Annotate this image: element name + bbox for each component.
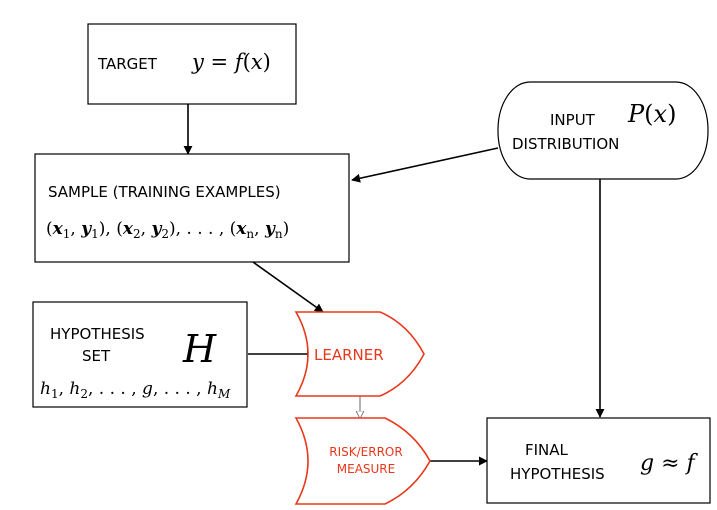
- input-distribution-box: [497, 81, 709, 180]
- input-distribution-line2: DISTRIBUTION: [512, 135, 619, 153]
- sample-box: [34, 153, 350, 263]
- hypothesis-set-box: [32, 301, 248, 408]
- target-formula: y = f(x): [191, 50, 271, 74]
- risk-measure-line1: RISK/ERROR: [329, 445, 402, 459]
- input-distribution-line1: INPUT: [550, 111, 596, 129]
- final-hypothesis-node: FINAL HYPOTHESIS g ≈ f: [486, 417, 711, 504]
- edge-input-to-sample: [351, 147, 499, 183]
- final-hypothesis-line1: FINAL: [525, 441, 569, 459]
- learner-shape: [294, 311, 425, 397]
- sample-node: SAMPLE (TRAINING EXAMPLES) (x1, y1), (x2…: [34, 153, 350, 263]
- hypothesis-set-symbol: H: [182, 327, 217, 371]
- target-node: TARGET y = f(x): [87, 23, 297, 105]
- input-distribution-node: INPUT DISTRIBUTION P(x): [497, 81, 709, 180]
- edge-sample-to-learner: [252, 261, 324, 313]
- edges: [183, 104, 605, 466]
- risk-measure-node: RISK/ERROR MEASURE: [294, 417, 431, 505]
- risk-measure-shape: [294, 417, 431, 505]
- target-label: TARGET: [97, 55, 158, 73]
- hypothesis-set-line1: HYPOTHESIS: [50, 325, 145, 343]
- target-box: [87, 23, 297, 105]
- input-distribution-formula: P(x): [627, 100, 676, 128]
- hypothesis-set-node: HYPOTHESIS SET H h1, h2, . . . , g, . . …: [32, 301, 248, 408]
- risk-measure-line2: MEASURE: [337, 462, 395, 476]
- learner-node: LEARNER: [294, 311, 425, 397]
- sample-formula: (x1, y1), (x2, y2), . . . , (xn, yn): [46, 219, 289, 241]
- hypothesis-set-line2: SET: [82, 347, 111, 365]
- learner-label: LEARNER: [314, 346, 384, 364]
- sample-label: SAMPLE (TRAINING EXAMPLES): [48, 183, 281, 201]
- final-hypothesis-formula: g ≈ f: [640, 451, 699, 476]
- hypothesis-set-formula: h1, h2, . . . , g, . . . , hM: [40, 379, 231, 401]
- final-hypothesis-box: [486, 417, 711, 504]
- final-hypothesis-line2: HYPOTHESIS: [510, 465, 605, 483]
